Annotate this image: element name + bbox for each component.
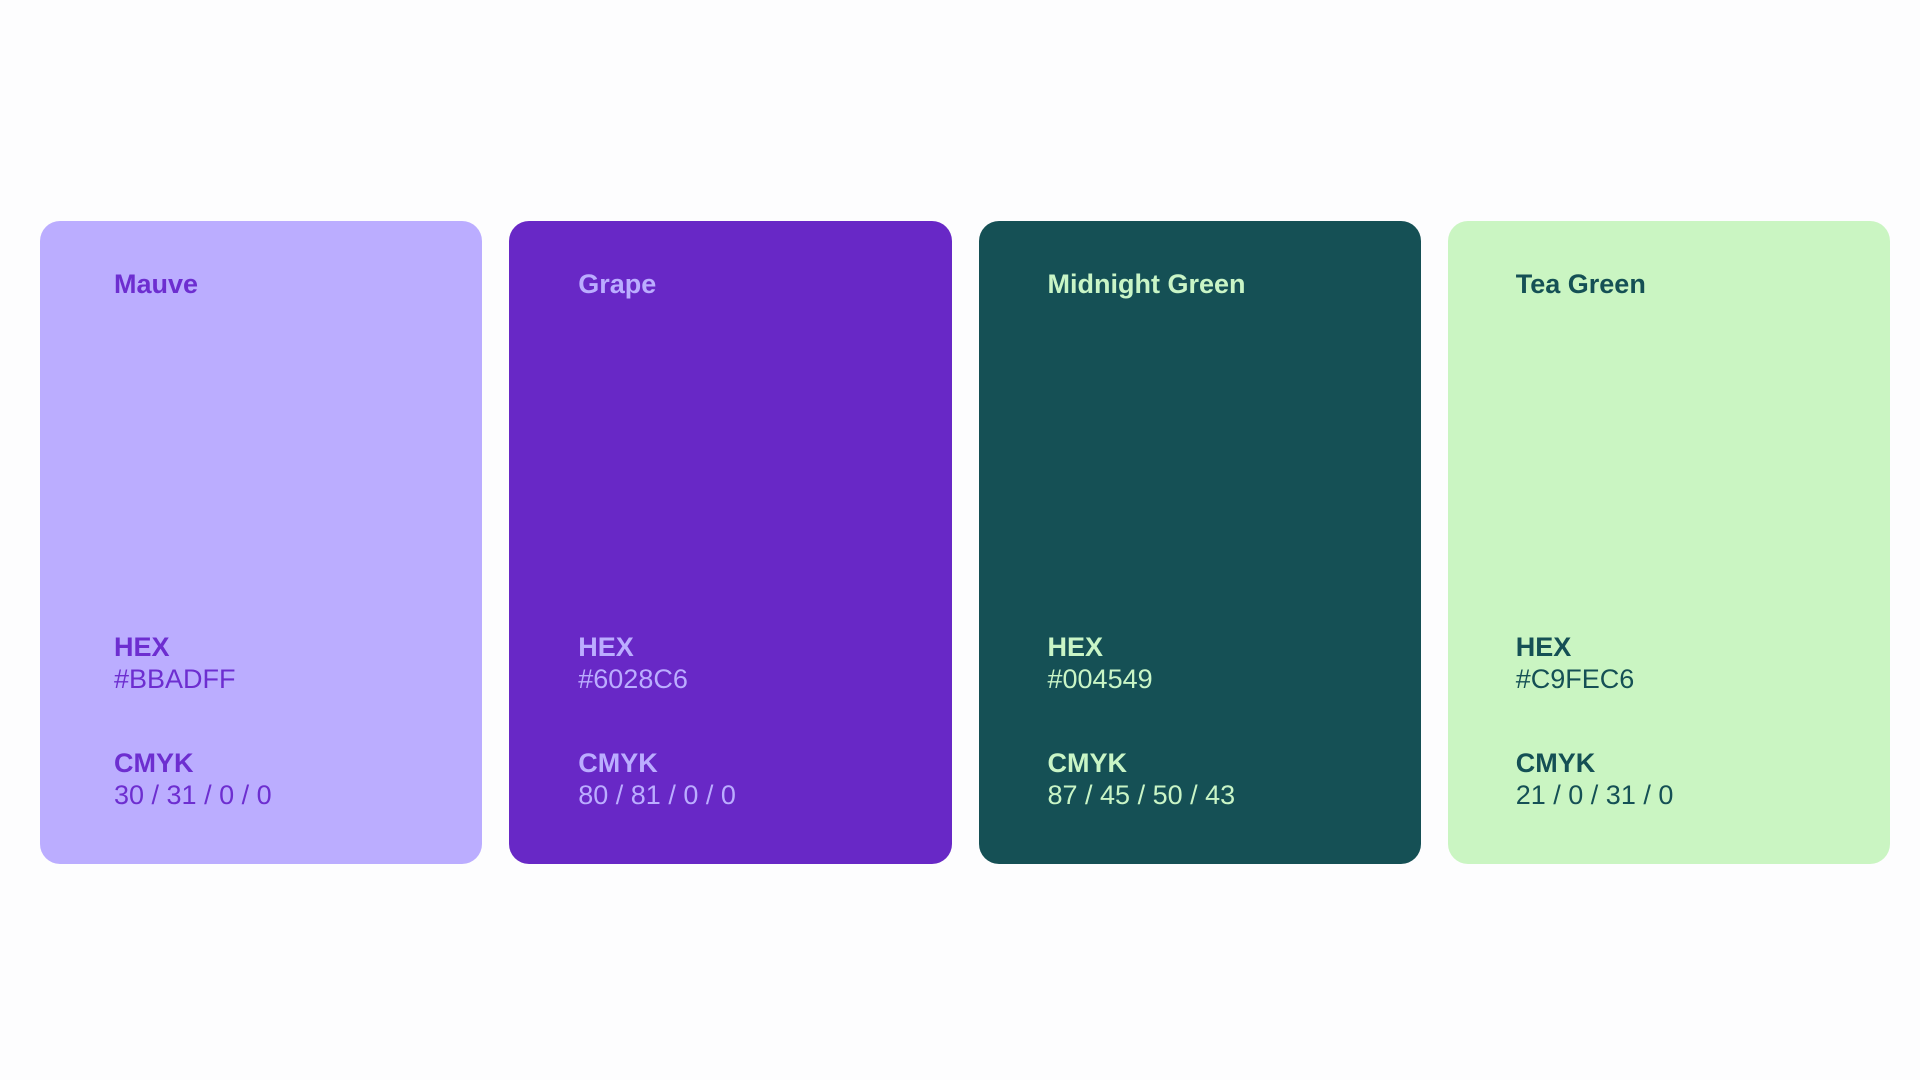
swatch-mauve: Mauve HEX #BBADFF CMYK 30 / 31 / 0 / 0 <box>40 221 483 864</box>
swatch-name: Midnight Green <box>1047 269 1246 299</box>
hex-value: #BBADFF <box>114 664 236 694</box>
cmyk-code: CMYK 30 / 31 / 0 / 0 <box>114 747 272 811</box>
hex-code: HEX #BBADFF <box>114 631 236 695</box>
hex-value: #C9FEC6 <box>1515 664 1635 694</box>
hex-code: HEX #C9FEC6 <box>1516 631 1635 695</box>
swatch-midnight-green: Midnight Green HEX #004549 CMYK 87 / 45 … <box>978 221 1421 864</box>
hex-value: #6028C6 <box>578 664 688 694</box>
hex-label: HEX <box>1515 632 1572 662</box>
swatch-grape: Grape HEX #6028C6 CMYK 80 / 81 / 0 / 0 <box>509 221 952 864</box>
swatch-name: Mauve <box>114 269 199 299</box>
hex-code: HEX #6028C6 <box>578 631 688 695</box>
hex-label: HEX <box>578 632 634 662</box>
hex-value: #004549 <box>1047 664 1153 694</box>
hex-label: HEX <box>114 632 170 662</box>
cmyk-label: CMYK <box>1047 748 1128 778</box>
cmyk-value: 80 / 81 / 0 / 0 <box>578 780 736 810</box>
cmyk-label: CMYK <box>578 748 658 778</box>
cmyk-value: 30 / 31 / 0 / 0 <box>114 780 272 810</box>
cmyk-code: CMYK 87 / 45 / 50 / 43 <box>1048 747 1236 811</box>
swatch-tea-green: Tea Green HEX #C9FEC6 CMYK 21 / 0 / 31 /… <box>1447 221 1890 864</box>
cmyk-label: CMYK <box>114 748 194 778</box>
color-palette: Mauve HEX #BBADFF CMYK 30 / 31 / 0 / 0 G… <box>40 221 1890 864</box>
hex-label: HEX <box>1047 632 1104 662</box>
cmyk-code: CMYK 80 / 81 / 0 / 0 <box>578 747 736 811</box>
cmyk-value: 21 / 0 / 31 / 0 <box>1515 780 1674 810</box>
hex-code: HEX #004549 <box>1048 631 1153 695</box>
cmyk-value: 87 / 45 / 50 / 43 <box>1047 780 1236 810</box>
cmyk-code: CMYK 21 / 0 / 31 / 0 <box>1516 747 1674 811</box>
swatch-name: Tea Green <box>1515 269 1646 299</box>
cmyk-label: CMYK <box>1515 748 1596 778</box>
swatch-name: Grape <box>578 269 657 299</box>
